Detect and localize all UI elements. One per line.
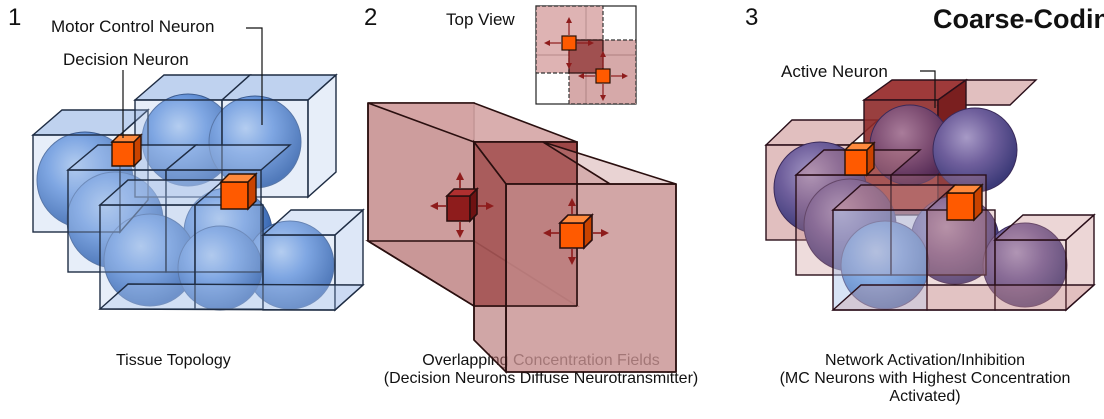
label-leaders-1 [122, 27, 263, 138]
top-view-label: Top View [446, 10, 515, 29]
panel-2-graphic [365, 5, 677, 374]
caption-line: Tissue Topology [116, 352, 231, 369]
network-decision-neurons [843, 141, 984, 222]
decision-neuron-left [430, 172, 494, 238]
panel-1-number: 1 [8, 4, 22, 31]
top-view-inset [535, 5, 637, 105]
caption-line: Network Activation/Inhibition [824, 352, 1026, 369]
caption-line: Activated) [889, 388, 961, 405]
concentration-field-b [472, 139, 677, 374]
active-neuron-label: Active Neuron [781, 62, 888, 81]
caption-line: (Decision Neurons Diffuse Neurotransmitt… [383, 370, 699, 387]
panel-3-caption: Network Activation/Inhibition (MC Neuron… [750, 352, 1100, 406]
panel-1-graphic [31, 27, 365, 312]
neuron-spheres [36, 93, 335, 311]
panel-2-number: 2 [364, 4, 378, 31]
panel-3-number: 3 [745, 4, 759, 31]
decision-neuron-cubes [110, 133, 258, 211]
decision-neuron-label: Decision Neuron [63, 50, 189, 69]
motor-control-neuron-label: Motor Control Neuron [51, 17, 215, 36]
network-spheres [773, 104, 1068, 310]
decision-neuron-right [543, 198, 609, 265]
active-neuron-leader [920, 70, 936, 108]
panel-1-caption: Tissue Topology [116, 352, 231, 370]
panel-3-graphic [764, 70, 1096, 312]
figure-title: Coarse-Coding [933, 4, 1104, 34]
cube-grid-back [31, 74, 338, 136]
caption-line: (MC Neurons with Highest Concentration [779, 370, 1071, 387]
